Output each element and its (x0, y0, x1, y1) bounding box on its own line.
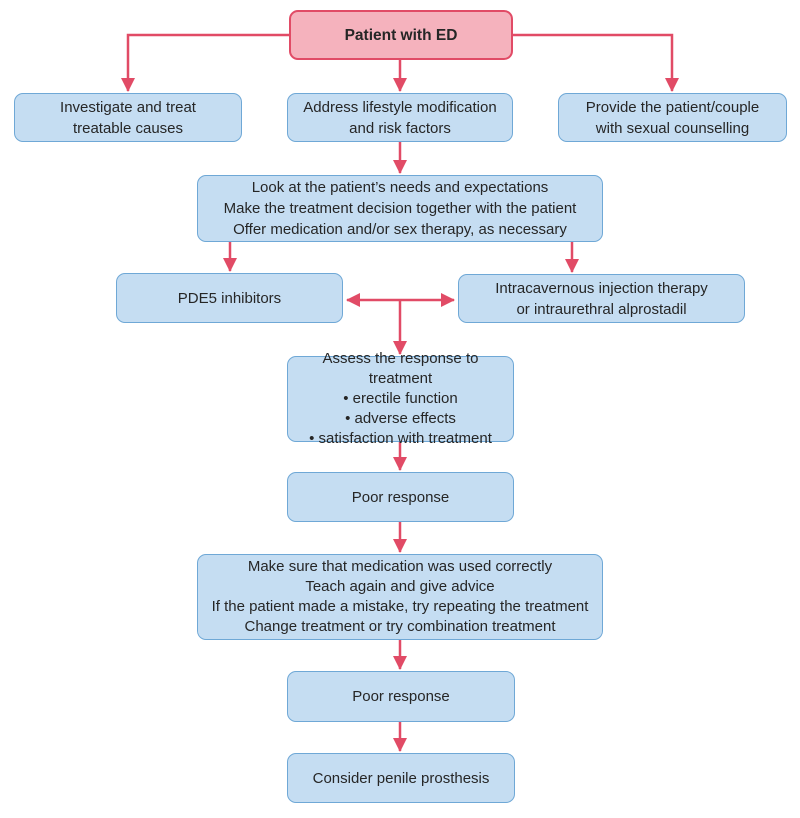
node-label-line: Offer medication and/or sex therapy, as … (233, 221, 567, 238)
node-poor-response-1: Poor response (287, 472, 514, 522)
node-label: Consider penile prosthesis (312, 769, 490, 787)
node-label-line: and risk factors (349, 119, 451, 137)
node-label: Patient with ED (344, 26, 458, 44)
node-label-line: Address lifestyle modification (303, 98, 497, 116)
node-check-medication-use: Make sure that medication was used corre… (197, 554, 603, 640)
node-poor-response-2: Poor response (287, 671, 515, 722)
node-label-line: treatable causes (72, 119, 184, 137)
node-label-line: Provide the patient/couple (585, 98, 760, 116)
node-label: PDE5 inhibitors (177, 289, 282, 307)
node-assess-response: Assess the response to treatment • erect… (287, 350, 514, 447)
node-patient-with-ed: Patient with ED (289, 10, 513, 60)
node-lifestyle-modification: Address lifestyle modification and risk … (287, 93, 513, 142)
node-label-line: Investigate and treat (60, 98, 196, 116)
node-label-line: with sexual counselling (595, 119, 750, 137)
node-injection-therapy: Intracavernous injection therapy or intr… (458, 274, 745, 323)
node-label-line: Make sure that medication was used corre… (247, 558, 553, 575)
node-bullet-line: • satisfaction with treatment (309, 430, 492, 447)
node-label-line: Look at the patient’s needs and expectat… (251, 179, 549, 196)
node-label-line: or intraurethral alprostadil (516, 300, 687, 318)
node-label-line: If the patient made a mistake, try repea… (211, 598, 589, 615)
node-bullet-line: • erectile function (343, 390, 458, 407)
node-pde5-inhibitors: PDE5 inhibitors (116, 273, 343, 323)
node-label-line: Teach again and give advice (305, 578, 495, 595)
node-patient-needs-decision: Look at the patient’s needs and expectat… (197, 175, 603, 242)
node-label-line: Make the treatment decision together wit… (223, 200, 577, 217)
arrow-patient-to-counselling (513, 33, 679, 92)
node-label-line: Change treatment or try combination trea… (244, 618, 556, 635)
node-investigate-treat-causes: Investigate and treat treatable causes (14, 93, 242, 142)
node-label: Poor response (352, 688, 450, 705)
node-label-line: Intracavernous injection therapy (495, 279, 708, 297)
node-sexual-counselling: Provide the patient/couple with sexual c… (558, 93, 787, 142)
node-label-line: Assess the response to treatment (322, 350, 479, 387)
node-penile-prosthesis: Consider penile prosthesis (287, 753, 515, 803)
node-bullet-line: • adverse effects (345, 410, 456, 427)
arrow-patient-to-investigate (121, 33, 289, 92)
node-label: Poor response (351, 488, 450, 506)
